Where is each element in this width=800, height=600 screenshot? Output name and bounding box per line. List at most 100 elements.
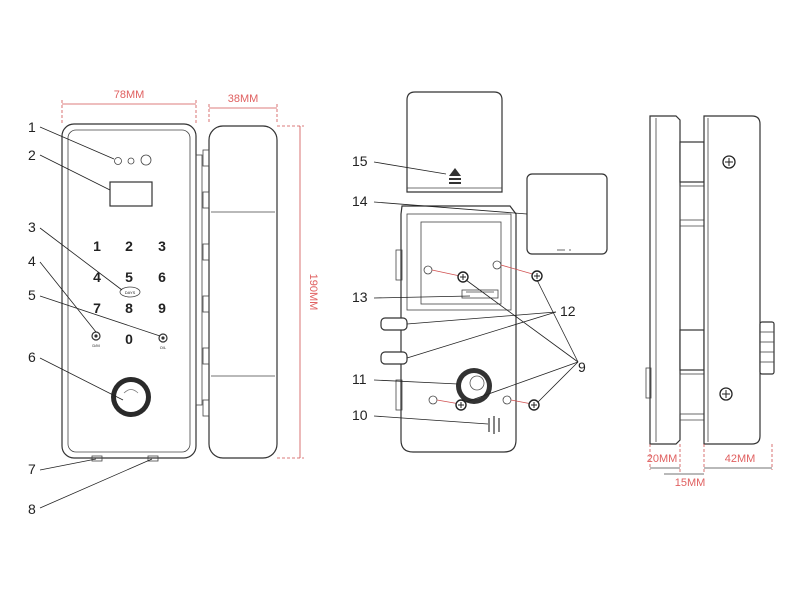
callouts: 1 2 3 4 5 6 7 8 15 14 13 12 11 10 9 [28,119,586,517]
key-0[interactable]: 0 [125,331,133,347]
right-clamp-2-lower [679,373,705,415]
thumb-turn-knob-icon[interactable] [456,368,492,404]
side-clip-3 [202,243,210,261]
leader-12b [406,311,557,359]
right-knob-side [759,321,775,375]
fingerprint-sensor-inner [116,382,146,412]
exploded-view [380,91,608,453]
key-7[interactable]: 7 [93,300,101,316]
leader-5 [39,295,161,337]
key-5[interactable]: 5 [125,269,133,285]
keypad-badge [119,286,141,298]
side-clip-5 [202,347,210,365]
exploded-left-clip-top [395,249,403,281]
knob-inner [461,373,487,399]
ol-button-ring [158,333,168,343]
leader-11 [373,379,459,385]
leader-15 [373,161,447,175]
leader-8 [39,458,153,509]
front-view: 1 2 3 4 5 6 7 8 9 0 DAYS D/M O/L [61,123,203,462]
screw-2-slot [534,273,540,279]
leader-3 [39,227,123,291]
leader-9b [465,279,579,363]
right-main-body [703,115,761,445]
eject-arrow-bar-1 [449,178,461,180]
front-dimensions: 78MM 38MM 190MM [61,89,319,459]
fingerprint-sensor-ridge [123,389,139,394]
leader-9d [537,361,579,403]
leader-1 [39,126,115,160]
right-screw-bottom-slot [722,390,730,398]
key-8[interactable]: 8 [125,300,133,316]
leader-12a [406,311,557,325]
dim-bottom-right: 42MM [725,453,756,465]
key-3[interactable]: 3 [158,238,166,254]
mount-pin-bottom [380,351,408,365]
dim-bottom-left: 20MM [647,453,678,465]
leader-4 [39,261,97,333]
right-clamp-1-upper [679,141,705,183]
battery-compartment-frame [406,213,512,311]
front-bottom-tab-left [91,455,103,462]
callout-14: 14 [352,193,368,209]
dim-bottom-mid: 15MM [675,477,706,489]
screw-path-4 [510,399,533,405]
dim-front-width: 78MM [114,89,145,101]
eject-arrow-head [449,168,461,176]
callout-11: 11 [352,371,367,387]
screw-icon [455,270,543,411]
key-1[interactable]: 1 [93,238,101,254]
key-4[interactable]: 4 [93,269,101,285]
right-clamp-1-lower [679,185,705,221]
dim-height: 190MM [307,274,319,311]
right-screw-top-slot [725,158,733,166]
front-led-left [114,157,122,165]
battery-cover [406,91,503,193]
front-display [109,181,153,207]
leader-9a [536,279,579,363]
front-bottom-tab-right [147,455,159,462]
side-clip-2 [202,191,210,209]
key-6[interactable]: 6 [158,269,166,285]
exploded-left-clip-bottom [395,379,403,411]
right-left-notch [645,367,652,399]
dm-button-dot [94,334,98,338]
leader-10 [373,415,489,425]
leader-13 [373,295,471,299]
key-9[interactable]: 9 [158,300,166,316]
eject-arrow-bar-2 [449,182,461,184]
leader-7 [39,458,97,471]
screw-path-2 [500,264,537,276]
callout-5: 5 [28,287,36,303]
battery-pack [526,173,608,255]
callout-2: 2 [28,147,36,163]
dim-side-width: 38MM [228,93,259,105]
side-view [202,125,278,459]
right-left-panel [649,115,681,445]
side-body [208,125,278,459]
battery-compartment [420,221,502,305]
callout-12: 12 [560,303,576,319]
eject-arrow-icon [449,168,461,184]
screw-4-slot [531,402,537,408]
front-inner-bezel [67,129,191,453]
side-clip-1 [202,149,210,167]
screw-1-slot [460,274,466,280]
ol-button[interactable]: O/L [158,333,168,350]
key-2[interactable]: 2 [125,238,133,254]
front-led-mid [127,157,135,165]
knob-cap [469,375,485,391]
dm-button-label: D/M [92,343,99,348]
exploded-main-body [400,205,517,453]
leader-9c [465,361,579,403]
callout-4: 4 [28,253,36,269]
callout-15: 15 [352,153,368,169]
fingerprint-sensor-icon[interactable] [111,377,151,417]
screw-3-slot [458,402,464,408]
callout-1: 1 [28,119,36,135]
front-side-edge [195,154,203,406]
leader-6 [39,357,124,401]
leader-2 [39,154,111,191]
